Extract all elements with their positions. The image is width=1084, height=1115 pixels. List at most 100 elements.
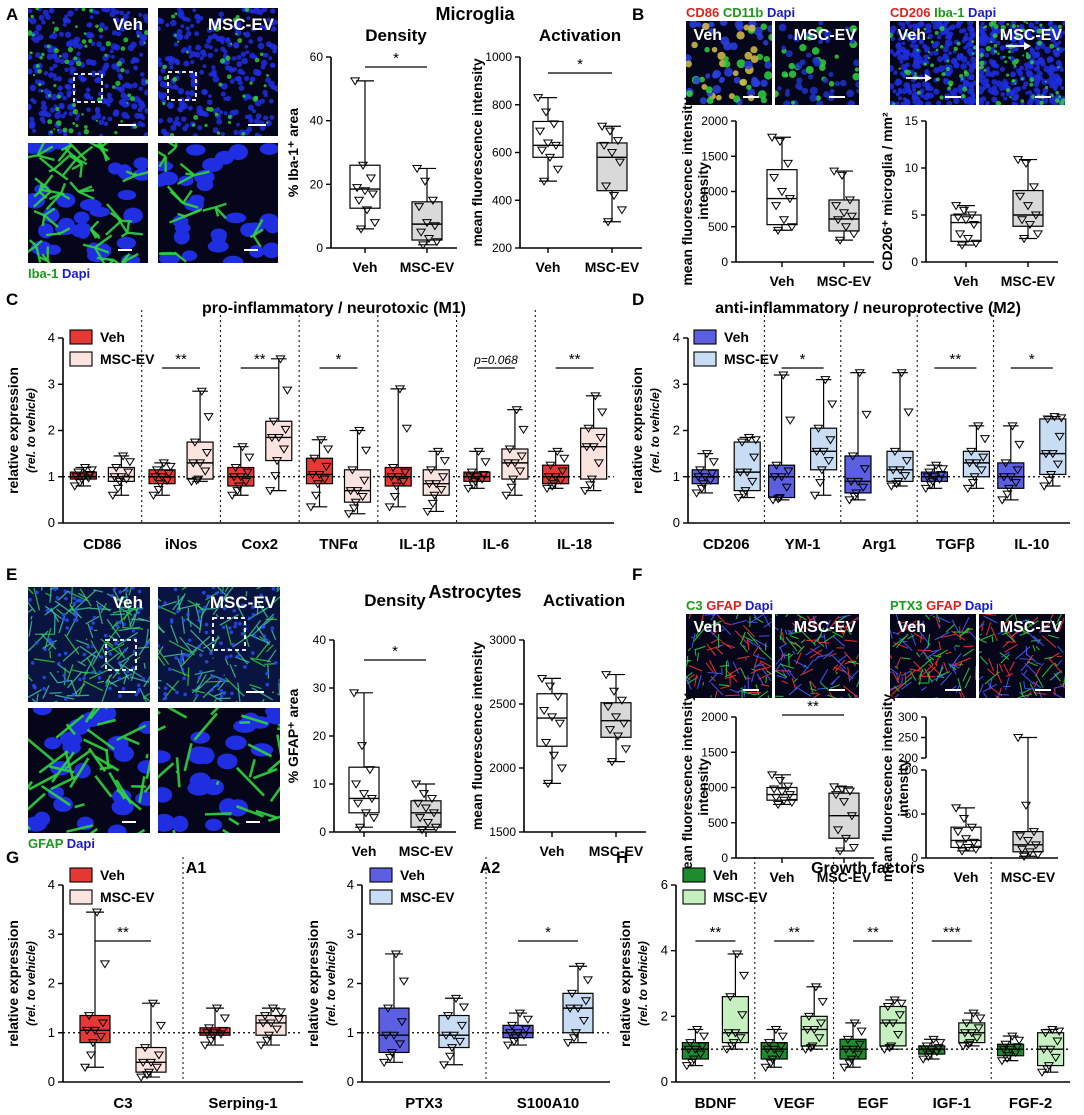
significance-label: ** — [710, 924, 722, 941]
cell — [785, 50, 792, 57]
nucleus — [972, 63, 978, 69]
cell — [1055, 91, 1059, 95]
nucleus — [160, 81, 166, 87]
nucleus — [249, 245, 264, 258]
nucleus — [182, 16, 187, 21]
significance-label: ** — [950, 351, 962, 368]
x-tick-label: MSC-EV — [589, 843, 644, 859]
nucleus — [1011, 97, 1015, 101]
nucleus — [103, 62, 109, 68]
micrograph-label: MSC-EV — [1000, 619, 1063, 636]
data-point — [1022, 160, 1030, 167]
x-tick-label: C3 — [113, 1095, 132, 1110]
cell — [1057, 66, 1060, 69]
x-tick-label: Arg1 — [862, 536, 896, 553]
nucleus — [139, 113, 144, 118]
stain-legend: CD206 Iba-1 Dapi — [890, 5, 996, 20]
y-tick-label: 4 — [661, 943, 668, 958]
nucleus — [39, 15, 45, 21]
cell — [892, 103, 895, 106]
legend-label: MSC-EV — [100, 889, 155, 905]
stain-name: CD11b — [719, 5, 763, 20]
data-point — [245, 454, 253, 461]
cell — [852, 73, 860, 81]
y-tick-label: 0 — [661, 1074, 668, 1089]
nucleus — [230, 79, 235, 84]
data-point — [784, 160, 792, 167]
nucleus — [970, 99, 975, 104]
nucleus — [50, 641, 54, 645]
nucleus — [1049, 57, 1054, 62]
nucleus — [970, 90, 975, 95]
cell — [121, 46, 126, 51]
y-tick-label: 300 — [898, 710, 918, 724]
box — [345, 470, 371, 502]
cell — [84, 45, 87, 48]
nucleus — [960, 63, 967, 70]
nucleus — [131, 103, 137, 109]
nucleus — [65, 626, 69, 630]
y-tick-label: 2000 — [489, 761, 516, 775]
nucleus — [59, 32, 64, 37]
process — [80, 164, 82, 178]
cell — [1031, 95, 1035, 99]
significance-label: * — [393, 50, 399, 67]
cell — [941, 72, 945, 76]
nucleus — [893, 70, 897, 74]
nucleus — [182, 677, 186, 681]
cell — [89, 9, 93, 13]
nucleus — [272, 587, 276, 591]
nucleus — [96, 41, 102, 47]
cell — [846, 89, 854, 97]
panel-letter: D — [632, 290, 644, 309]
data-point — [277, 1009, 285, 1016]
data-point — [554, 166, 562, 173]
panel-letter: A — [6, 5, 18, 24]
fiber — [910, 698, 915, 701]
stain-name: Dapi — [763, 5, 795, 20]
cell — [928, 57, 930, 59]
cell — [828, 72, 833, 77]
box — [563, 993, 593, 1032]
cell — [939, 26, 944, 31]
cell — [810, 87, 818, 95]
nucleus — [1025, 91, 1029, 95]
process — [122, 263, 137, 268]
data-point — [420, 791, 428, 798]
legend-label: MSC-EV — [100, 351, 155, 367]
nucleus — [43, 648, 47, 652]
nucleus — [243, 665, 247, 669]
nucleus — [249, 53, 255, 59]
nucleus — [903, 82, 910, 89]
nucleus — [988, 87, 995, 94]
nucleus — [148, 750, 171, 763]
box — [187, 442, 213, 479]
nucleus — [73, 613, 77, 617]
data-point — [546, 683, 554, 690]
nucleus — [967, 19, 974, 26]
cell — [1045, 86, 1048, 89]
nucleus — [63, 133, 67, 137]
cell — [707, 97, 714, 104]
cell — [685, 60, 692, 67]
nucleus — [91, 670, 95, 674]
y-tick-label: 4 — [673, 330, 680, 345]
nucleus — [170, 618, 174, 622]
fiber — [766, 677, 767, 683]
data-point — [362, 447, 370, 454]
nucleus — [51, 94, 58, 101]
nucleus — [114, 642, 118, 646]
process — [176, 771, 178, 773]
nucleus — [148, 678, 152, 682]
cell — [1030, 60, 1034, 64]
nucleus — [265, 683, 269, 687]
cell — [53, 128, 55, 130]
nucleus — [229, 630, 233, 634]
cell — [724, 56, 729, 61]
cell — [802, 88, 808, 94]
nucleus — [986, 66, 990, 70]
cell — [163, 76, 167, 80]
cell — [75, 25, 78, 28]
cell — [1020, 99, 1024, 103]
cell — [835, 81, 840, 86]
